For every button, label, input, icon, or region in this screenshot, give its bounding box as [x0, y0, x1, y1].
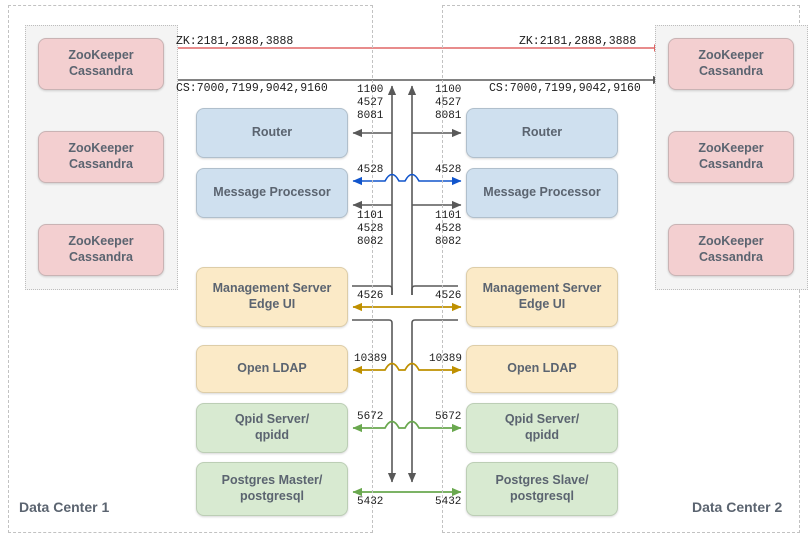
message-processor-inbound-port-label-right: 4528 — [435, 164, 462, 176]
data-center-2-label: Data Center 2 — [692, 499, 783, 515]
open-ldap-10389-link — [352, 362, 462, 375]
node-label: Router — [251, 125, 293, 140]
router-mp-trunk — [352, 85, 458, 295]
qpid-5672-link — [352, 420, 462, 433]
node-label: Open LDAP — [237, 361, 307, 376]
message-processor-outbound-ports-label-left: 1101 4528 8082 — [357, 210, 384, 248]
postgres-port-label-left: 5432 — [357, 496, 384, 508]
postgres-port-label-right: 5432 — [435, 496, 462, 508]
open-ldap-port-label-right: 10389 — [429, 353, 463, 365]
cassandra-ports-label-left: CS:7000,7199,9042,9160 — [176, 82, 328, 95]
node-label: ZooKeeper Cassandra — [698, 141, 764, 171]
dc1-zookeeper-cassandra-node-1[interactable]: ZooKeeper Cassandra — [38, 38, 164, 90]
node-label: Qpid Server/ qpidd — [504, 412, 580, 442]
node-label: Message Processor — [213, 185, 331, 200]
dc2-qpid-node[interactable]: Qpid Server/ qpidd — [466, 403, 618, 453]
data-center-1-label: Data Center 1 — [19, 499, 110, 515]
dc1-open-ldap-node[interactable]: Open LDAP — [196, 345, 348, 393]
data-center-1-region — [8, 5, 373, 533]
dc2-zookeeper-cassandra-node-1[interactable]: ZooKeeper Cassandra — [668, 38, 794, 90]
dc1-router-node[interactable]: Router — [196, 108, 348, 158]
node-label: Postgres Slave/ postgresql — [495, 473, 589, 503]
message-processor-4528-link — [352, 173, 462, 186]
zookeeper-ports-label-right: ZK:2181,2888,3888 — [519, 35, 637, 48]
dc1-zookeeper-cassandra-node-3[interactable]: ZooKeeper Cassandra — [38, 224, 164, 276]
dc1-management-server-node[interactable]: Management Server Edge UI — [196, 267, 348, 327]
message-processor-inbound-port-label-left: 4528 — [357, 164, 384, 176]
router-ports-label-right: 1100 4527 8081 — [435, 84, 462, 122]
dc2-router-node[interactable]: Router — [466, 108, 618, 158]
dc2-zookeeper-cassandra-node-2[interactable]: ZooKeeper Cassandra — [668, 131, 794, 183]
node-label: Postgres Master/ postgresql — [221, 473, 323, 503]
dc2-open-ldap-node[interactable]: Open LDAP — [466, 345, 618, 393]
zookeeper-ports-label-left: ZK:2181,2888,3888 — [176, 35, 294, 48]
node-label: ZooKeeper Cassandra — [68, 234, 134, 264]
node-label: ZooKeeper Cassandra — [698, 234, 764, 264]
dc1-qpid-node[interactable]: Qpid Server/ qpidd — [196, 403, 348, 453]
node-label: ZooKeeper Cassandra — [698, 48, 764, 78]
management-server-port-label-left: 4526 — [357, 290, 384, 302]
management-server-port-label-right: 4526 — [435, 290, 462, 302]
node-label: Management Server Edge UI — [482, 281, 602, 311]
node-label: ZooKeeper Cassandra — [68, 141, 134, 171]
dc2-message-processor-node[interactable]: Message Processor — [466, 168, 618, 218]
node-label: Message Processor — [483, 185, 601, 200]
node-label: Router — [521, 125, 563, 140]
dc1-zookeeper-cassandra-node-2[interactable]: ZooKeeper Cassandra — [38, 131, 164, 183]
message-processor-outbound-ports-label-right: 1101 4528 8082 — [435, 210, 462, 248]
open-ldap-port-label-left: 10389 — [354, 353, 388, 365]
cassandra-ports-label-right: CS:7000,7199,9042,9160 — [489, 82, 641, 95]
management-datastore-trunk — [352, 319, 458, 483]
dc2-zookeeper-cassandra-node-3[interactable]: ZooKeeper Cassandra — [668, 224, 794, 276]
node-label: Qpid Server/ qpidd — [234, 412, 310, 442]
dc1-message-processor-node[interactable]: Message Processor — [196, 168, 348, 218]
qpid-port-label-right: 5672 — [435, 411, 462, 423]
dc2-management-server-node[interactable]: Management Server Edge UI — [466, 267, 618, 327]
node-label: ZooKeeper Cassandra — [68, 48, 134, 78]
dc2-postgres-node[interactable]: Postgres Slave/ postgresql — [466, 462, 618, 516]
router-ports-label-left: 1100 4527 8081 — [357, 84, 384, 122]
qpid-port-label-left: 5672 — [357, 411, 384, 423]
node-label: Open LDAP — [507, 361, 577, 376]
node-label: Management Server Edge UI — [212, 281, 332, 311]
dc1-postgres-node[interactable]: Postgres Master/ postgresql — [196, 462, 348, 516]
